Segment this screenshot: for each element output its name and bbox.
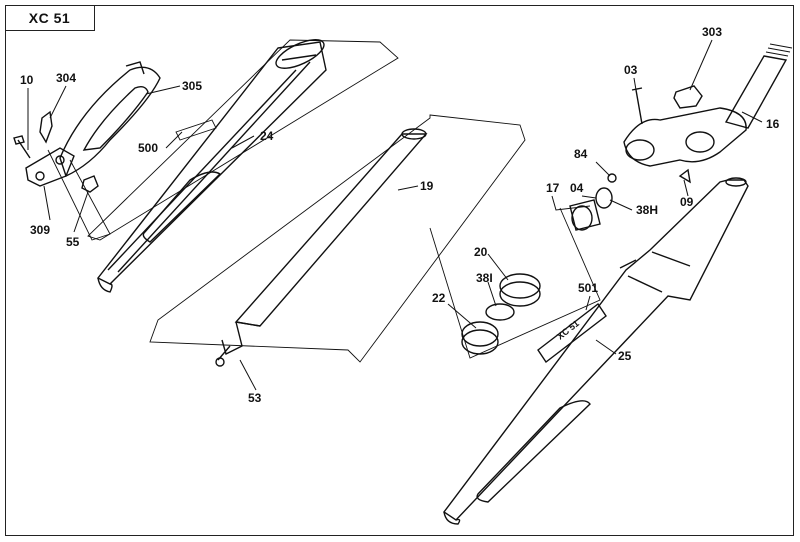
callout-501: 501	[578, 281, 598, 295]
lower-leg-right-25: XC 51	[442, 177, 749, 525]
callout-25: 25	[618, 349, 632, 363]
page-title: XC 51	[28, 9, 71, 26]
callout-84: 84	[574, 147, 588, 161]
callout-19: 19	[420, 179, 434, 193]
callout-303: 303	[702, 25, 722, 39]
callout-53: 53	[248, 391, 262, 405]
leader-lines	[27, 39, 763, 391]
callout-20: 20	[474, 245, 488, 259]
callout-24: 24	[260, 129, 274, 143]
fork-brace-305	[13, 61, 161, 241]
callout-16: 16	[766, 117, 780, 131]
callout-03: 03	[624, 63, 638, 77]
callout-305: 305	[182, 79, 202, 93]
callout-04: 04	[570, 181, 584, 195]
diagram-frame	[5, 5, 794, 536]
headset-parts	[429, 173, 617, 359]
callout-17: 17	[546, 181, 560, 195]
stanchion-tube-19	[149, 114, 526, 367]
callout-22: 22	[432, 291, 446, 305]
callout-38i: 38I	[476, 271, 493, 285]
title-box: XC 51	[5, 5, 95, 31]
crown-steerer-16	[623, 43, 793, 184]
callout-10: 10	[20, 73, 34, 87]
callout-55: 55	[66, 235, 80, 249]
callout-500: 500	[138, 141, 158, 155]
callout-labels: 10 304 305 500 24 309 55 19 53 303 03 16…	[20, 25, 780, 405]
callout-09: 09	[680, 195, 694, 209]
callout-304: 304	[56, 71, 76, 85]
lower-leg-left-24	[87, 39, 399, 293]
callout-309: 309	[30, 223, 50, 237]
callout-38h: 38H	[636, 203, 658, 217]
